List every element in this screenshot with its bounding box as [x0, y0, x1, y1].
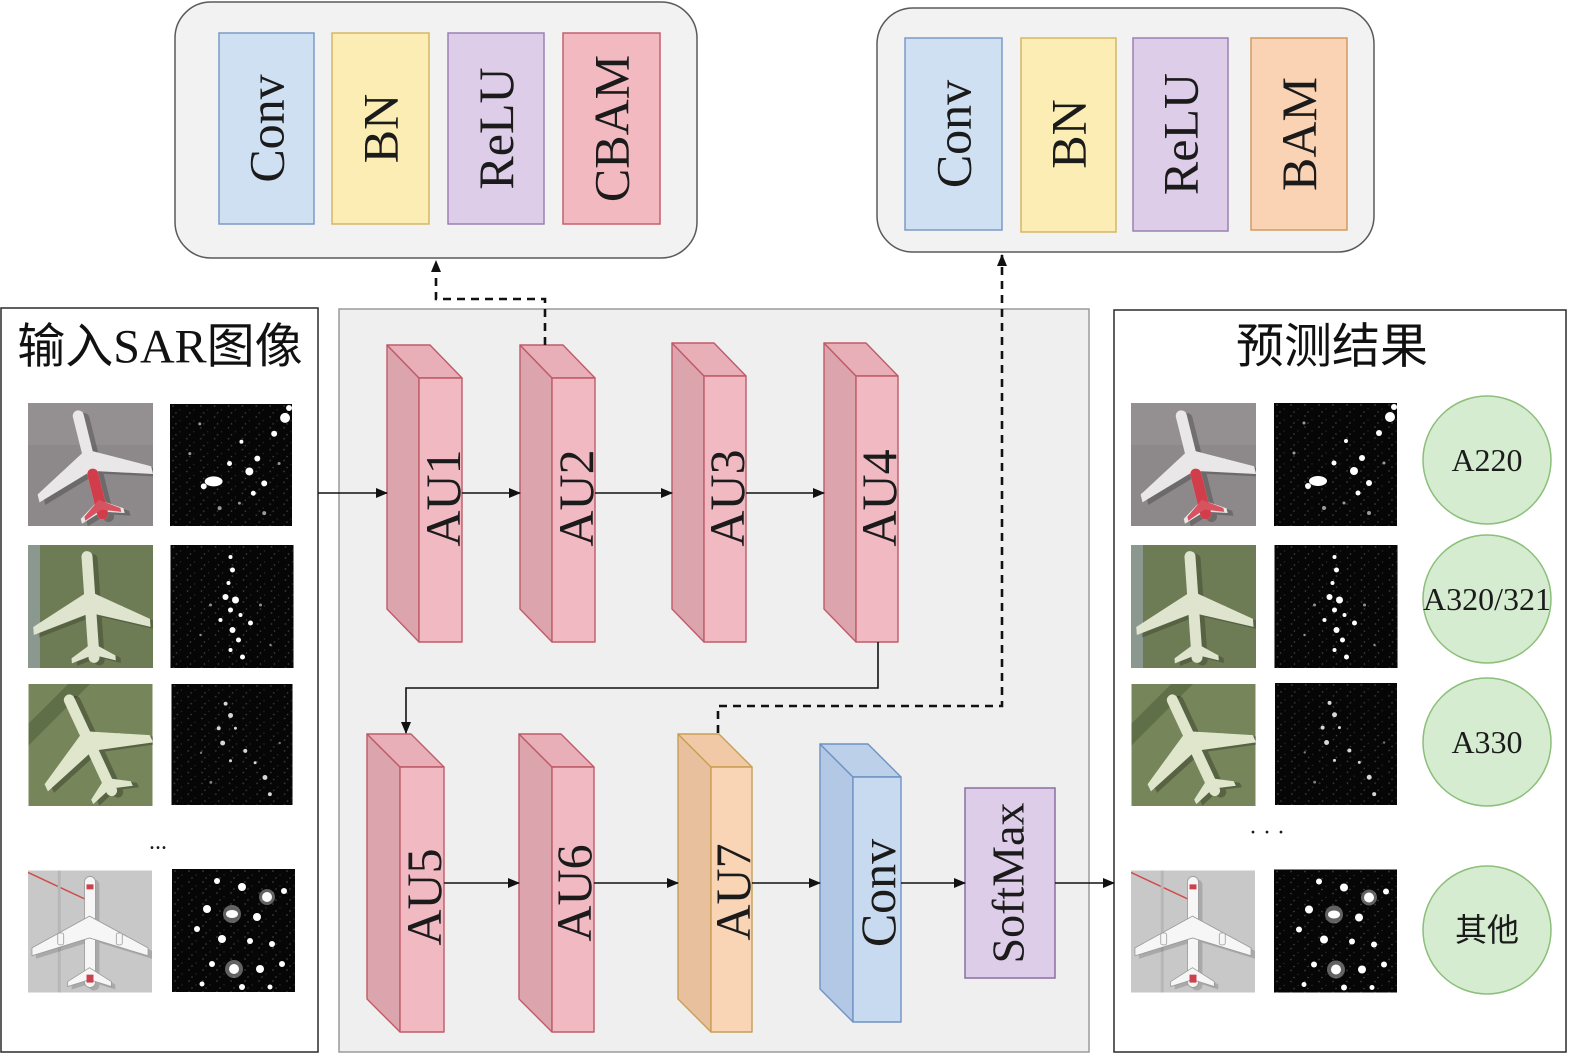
class-label: A320/321	[1423, 581, 1551, 617]
attention-unit-au2: AU2	[519, 344, 604, 643]
relu-layer-box	[447, 32, 545, 225]
input-panel-title: 输入SAR图像	[17, 321, 302, 374]
optical-aircraft-image	[1117, 668, 1275, 823]
au4-label: AU4	[851, 449, 907, 546]
softmax-box	[964, 787, 1056, 979]
bn-layer-box	[1020, 37, 1117, 233]
input-panel: 输入SAR图像 ...	[0, 307, 319, 1053]
bam-layer-box	[1250, 37, 1348, 231]
box-front-face	[852, 776, 902, 1023]
output-panel: 预测结果 A220 A320/321 A330 · · · 其他	[1113, 309, 1567, 1053]
optical-aircraft-image	[28, 870, 152, 992]
cbam-layer-box	[562, 32, 661, 225]
optical-aircraft-image	[14, 668, 172, 823]
softmax-label: SoftMax	[983, 803, 1034, 964]
box-side-face	[819, 743, 854, 1023]
attention-unit-au1: AU1	[386, 344, 471, 643]
sar-aircraft-image	[170, 404, 292, 526]
box-front-face	[855, 375, 899, 643]
conv-layer-box	[218, 32, 315, 225]
softmax-layer: SoftMax	[964, 787, 1056, 979]
class-label: 其他	[1455, 912, 1519, 948]
class-circle	[1422, 395, 1552, 525]
box-front-face	[418, 377, 463, 643]
attention-unit-au4: AU4	[823, 342, 907, 643]
conv-layer-3d: Conv	[819, 743, 906, 1023]
class-circle	[1422, 534, 1552, 664]
optical-aircraft-image	[20, 395, 166, 537]
network-panel: AU1 AU2 AU3 AU4 AU5	[338, 308, 1090, 1053]
optical-aircraft-image	[28, 545, 158, 670]
optical-aircraft-image	[1131, 870, 1255, 992]
conv-label: Conv	[850, 839, 906, 947]
sar-aircraft-image	[1274, 869, 1397, 993]
au3-label: AU3	[699, 449, 755, 546]
attention-unit-au3: AU3	[671, 342, 755, 643]
au6-label: AU6	[546, 844, 602, 941]
au5-label: AU5	[396, 848, 452, 945]
attention-unit-au5: AU5	[366, 733, 452, 1033]
class-circle	[1422, 865, 1552, 995]
conv-layer-label: Conv	[926, 80, 982, 188]
input-ellipsis: ...	[149, 829, 167, 855]
dashed-edge-au2-to-cbam-block	[431, 260, 547, 345]
conv-layer-label: Conv	[239, 74, 295, 182]
sar-aircraft-image	[170, 545, 294, 668]
box-front-face	[399, 766, 445, 1033]
au2-label: AU2	[548, 449, 604, 546]
box-front-face	[703, 375, 747, 643]
sar-aircraft-image	[1274, 545, 1398, 668]
sar-aircraft-image	[172, 869, 295, 992]
sar-aircraft-image	[1275, 683, 1397, 805]
dashed-edge-au7-to-bam-block	[716, 254, 1007, 733]
au1-label: AU1	[415, 449, 471, 546]
attention-unit-au7: AU7	[677, 733, 761, 1033]
attention-unit-au6: AU6	[518, 733, 602, 1033]
cbam-layer-block: Conv BN ReLU CBAM	[174, 1, 698, 259]
output-ellipsis: · · ·	[1249, 820, 1285, 846]
relu-layer-label: ReLU	[468, 67, 524, 189]
conv-layer-box	[904, 37, 1003, 231]
box-front-face	[710, 766, 753, 1033]
box-front-face	[551, 766, 595, 1033]
bam-layer-block: Conv BN ReLU BAM	[876, 7, 1375, 253]
class-circle	[1422, 677, 1552, 807]
box-front-face	[551, 377, 596, 643]
optical-aircraft-image	[1123, 395, 1269, 537]
class-label: A220	[1451, 442, 1522, 478]
cbam-layer-label: CBAM	[584, 55, 640, 202]
bam-layer-label: BAM	[1271, 77, 1327, 191]
edge-au4-to-au5	[401, 642, 879, 734]
relu-layer-box	[1132, 37, 1229, 232]
bn-layer-label: BN	[353, 94, 409, 163]
bn-layer-box	[331, 32, 430, 225]
sar-aircraft-image	[1274, 403, 1397, 526]
class-label: A330	[1451, 724, 1522, 760]
sar-aircraft-image	[171, 684, 293, 805]
au7-label: AU7	[705, 843, 761, 940]
relu-layer-label: ReLU	[1153, 73, 1209, 195]
output-panel-title: 预测结果	[1236, 321, 1428, 374]
bn-layer-label: BN	[1041, 99, 1097, 168]
optical-aircraft-image	[1131, 545, 1261, 670]
connectors	[318, 254, 1115, 888]
